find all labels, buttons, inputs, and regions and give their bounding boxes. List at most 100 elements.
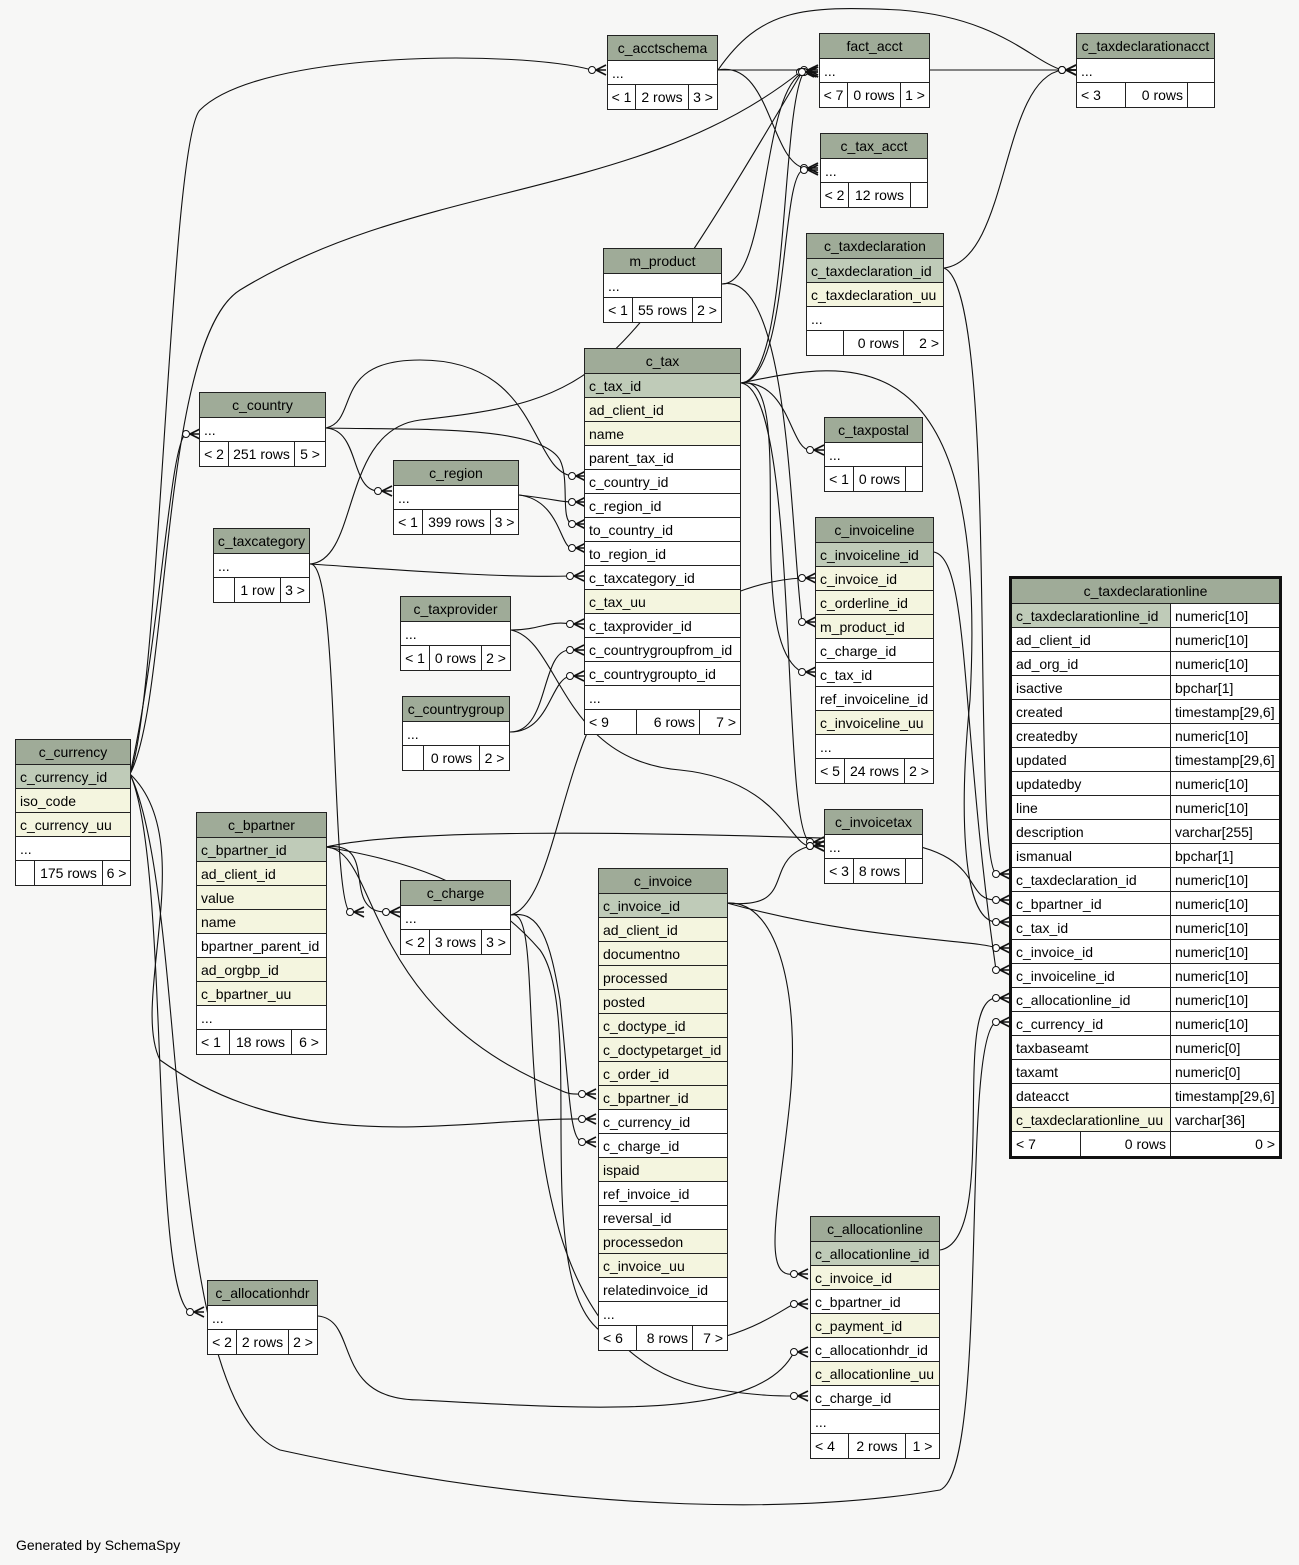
children-count[interactable]: 3 >	[693, 89, 713, 105]
crows-foot-marker	[585, 1113, 597, 1125]
relationship-line	[943, 69, 1063, 269]
table-c_charge[interactable]: c_charge ... < 2 3 rows 3 >	[400, 880, 511, 955]
children-count[interactable]: 3 >	[285, 582, 305, 598]
children-count[interactable]: 1 >	[912, 1438, 933, 1454]
children-count[interactable]: 2 >	[293, 1334, 313, 1350]
table-c_taxdeclarationline[interactable]: c_taxdeclarationline c_taxdeclarationlin…	[1009, 576, 1282, 1159]
children-count[interactable]: 7 >	[703, 1330, 723, 1346]
children-count[interactable]: 5 >	[300, 446, 320, 462]
row-count: 2 rows	[636, 85, 689, 109]
parents-count[interactable]: < 7	[1012, 1132, 1081, 1156]
relationship-endpoint	[568, 520, 576, 528]
column-row: c_region_id	[585, 494, 740, 518]
relationship-endpoint	[992, 966, 1000, 974]
children-count[interactable]: 6 >	[299, 1034, 319, 1050]
parents-count[interactable]: < 1	[604, 298, 633, 322]
table-footer: < 1 18 rows 6 >	[197, 1030, 326, 1054]
table-c_taxpostal[interactable]: c_taxpostal ... < 1 0 rows	[824, 417, 923, 492]
column-name: ad_org_id	[1012, 652, 1171, 675]
column-row: c_currency_id	[599, 1110, 727, 1134]
column-row: ...	[811, 1410, 939, 1434]
column-type: timestamp[29,6]	[1175, 1088, 1275, 1104]
children-count[interactable]	[1188, 83, 1214, 107]
children-count[interactable]	[906, 467, 922, 491]
table-c_allocationline[interactable]: c_allocationline c_allocationline_id c_i…	[810, 1216, 940, 1459]
table-c_taxdeclaration[interactable]: c_taxdeclaration c_taxdeclaration_id c_t…	[806, 233, 944, 356]
children-count[interactable]: 0 >	[1255, 1136, 1275, 1152]
parents-count[interactable]: < 3	[825, 859, 854, 883]
table-c_countrygroup[interactable]: c_countrygroup ... 0 rows 2 >	[402, 696, 510, 771]
table-fact_acct[interactable]: fact_acct ... < 7 0 rows 1 >	[819, 33, 930, 108]
parents-count[interactable]: < 1	[394, 510, 423, 534]
children-count[interactable]: 2 >	[909, 763, 929, 779]
table-c_bpartner[interactable]: c_bpartner c_bpartner_id ad_client_id va…	[196, 812, 327, 1055]
children-count[interactable]: 6 >	[106, 865, 127, 881]
relationship-endpoint	[568, 498, 576, 506]
column-row: c_countrygroupto_id	[585, 662, 740, 686]
crows-foot-marker	[805, 66, 817, 78]
column-row: ...	[608, 61, 717, 85]
children-count[interactable]: 2 >	[484, 750, 505, 766]
relationship-endpoint	[1058, 66, 1066, 74]
parents-count[interactable]: < 1	[825, 467, 854, 491]
children-count[interactable]	[906, 859, 922, 883]
parents-count[interactable]: < 3	[1077, 83, 1126, 107]
table-c_allocationhdr[interactable]: c_allocationhdr ... < 2 2 rows 2 >	[207, 1280, 318, 1355]
crows-foot-marker	[813, 836, 825, 848]
column-name: isactive	[1012, 676, 1171, 699]
parents-count[interactable]	[16, 861, 35, 885]
children-count[interactable]: 3 >	[486, 934, 506, 950]
children-count[interactable]: 2 >	[919, 335, 939, 351]
table-c_region[interactable]: c_region ... < 1 399 rows 3 >	[393, 460, 519, 535]
table-c_tax_acct[interactable]: c_tax_acct ... < 2 12 rows	[820, 133, 928, 208]
table-name: c_currency	[16, 740, 130, 765]
parents-count[interactable]	[214, 578, 235, 602]
children-count[interactable]	[911, 183, 927, 207]
relationship-endpoint	[992, 870, 1000, 878]
table-c_invoicetax[interactable]: c_invoicetax ... < 3 8 rows	[824, 809, 923, 884]
parents-count[interactable]	[807, 331, 844, 355]
parents-count[interactable]: < 1	[608, 85, 636, 109]
table-c_taxdeclarationacct[interactable]: c_taxdeclarationacct ... < 3 0 rows	[1076, 33, 1215, 108]
table-c_currency[interactable]: c_currency c_currency_id iso_code c_curr…	[15, 739, 131, 886]
children-count[interactable]: 3 >	[494, 514, 515, 530]
children-count[interactable]: 2 >	[486, 650, 506, 666]
column-row: c_taxcategory_id	[585, 566, 740, 590]
children-count[interactable]: 2 >	[697, 302, 717, 318]
parents-count[interactable]: < 1	[401, 646, 430, 670]
table-m_product[interactable]: m_product ... < 1 55 rows 2 >	[603, 248, 722, 323]
parents-count[interactable]: < 2	[821, 183, 849, 207]
parents-count[interactable]: < 2	[401, 930, 430, 954]
column-row: c_currency_id	[16, 765, 130, 789]
table-footer: 0 rows 2 >	[807, 331, 943, 355]
parents-count[interactable]: < 5	[816, 759, 845, 783]
parents-count[interactable]: < 4	[811, 1434, 849, 1458]
column-name: updated	[1012, 748, 1171, 771]
parents-count[interactable]: < 1	[197, 1030, 230, 1054]
parents-count[interactable]: < 6	[599, 1326, 637, 1350]
table-c_taxcategory[interactable]: c_taxcategory ... 1 row 3 >	[213, 528, 310, 603]
parents-count[interactable]	[403, 746, 424, 770]
parents-count[interactable]: < 2	[208, 1330, 237, 1354]
crows-foot-marker	[573, 618, 585, 630]
column-name: c_bpartner_id	[1012, 892, 1171, 915]
table-c_tax[interactable]: c_tax c_tax_id ad_client_id name parent_…	[584, 348, 741, 735]
table-c_invoice[interactable]: c_invoice c_invoice_id ad_client_id docu…	[598, 868, 728, 1351]
crows-foot-marker	[1065, 64, 1077, 76]
table-name: c_allocationhdr	[208, 1281, 317, 1306]
table-c_invoiceline[interactable]: c_invoiceline c_invoiceline_id c_invoice…	[815, 517, 934, 784]
children-count[interactable]: 7 >	[716, 714, 736, 730]
column-row: ispaid	[599, 1158, 727, 1182]
table-c_acctschema[interactable]: c_acctschema ... < 1 2 rows 3 >	[607, 35, 718, 110]
parents-count[interactable]: < 9	[585, 710, 637, 734]
parents-count[interactable]: < 7	[820, 83, 848, 107]
row-count: 2 rows	[237, 1330, 289, 1354]
table-c_taxprovider[interactable]: c_taxprovider ... < 1 0 rows 2 >	[400, 596, 511, 671]
relationship-endpoint	[798, 574, 806, 582]
parents-count[interactable]: < 2	[200, 442, 229, 466]
children-count[interactable]: 1 >	[905, 87, 925, 103]
table-c_country[interactable]: c_country ... < 2 251 rows 5 >	[199, 392, 326, 467]
